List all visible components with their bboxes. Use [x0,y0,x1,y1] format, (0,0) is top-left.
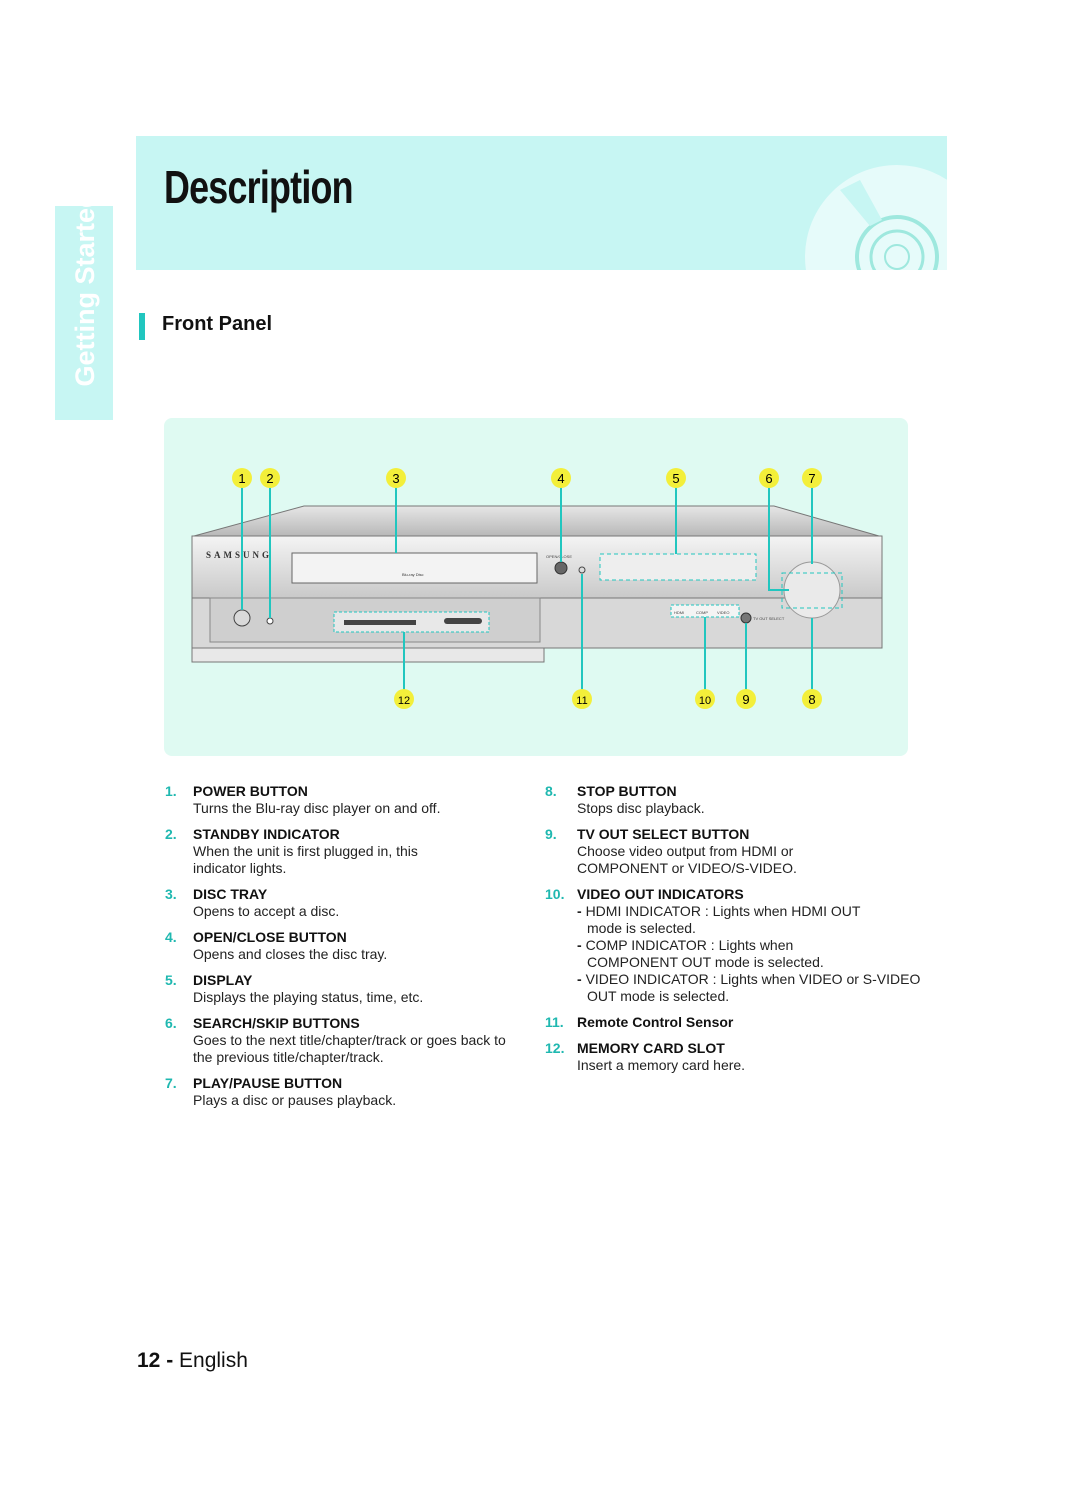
side-tab [55,206,113,420]
list-item: 11. Remote Control Sensor [545,1014,734,1030]
power-button [233,609,251,627]
legend-left: 1. POWER BUTTON Turns the Blu-ray disc p… [165,783,525,1118]
bluray-logo: Blu-ray Disc [402,572,424,577]
remote-sensor [578,566,586,574]
callout-1 [232,468,252,488]
callout-3 [386,468,406,488]
svg-text:12: 12 [398,695,410,707]
svg-text:9: 9 [742,692,749,707]
list-item: 7. PLAY/PAUSE BUTTON Plays a disc or pau… [165,1075,397,1108]
page-number: 12 - [137,1349,174,1372]
list-item: 2. STANDBY INDICATOR When the unit is fi… [165,826,418,876]
svg-text:TV OUT SELECT: TV OUT SELECT [753,616,785,621]
bullet-video: - VIDEO INDICATOR : Lights when VIDEO or… [577,971,921,1004]
svg-text:2: 2 [266,471,273,486]
legend-right: 8. STOP BUTTON Stops disc playback. 9. T… [545,783,921,1083]
svg-text:7: 7 [808,471,815,486]
brand-logo: SAMSUNG [206,550,272,560]
section-title: Front Panel [162,313,273,335]
section-marker [139,313,145,340]
list-item: 5. DISPLAY Displays the playing status, … [165,972,424,1005]
tv-out-select-button [740,612,752,624]
list-item: 9. TV OUT SELECT BUTTON Choose video out… [545,826,797,876]
svg-text:OPEN/CLOSE: OPEN/CLOSE [546,554,572,559]
front-panel-illustration: SAMSUNG Blu-ray Disc OPEN/CLOSE HDMI COM… [191,468,883,709]
svg-text:4: 4 [557,471,564,486]
callout-5 [666,468,686,488]
svg-text:6: 6 [765,471,772,486]
list-item: 6. SEARCH/SKIP BUTTONS Goes to the next … [165,1015,506,1065]
callout-4 [551,468,571,488]
display-window [599,553,757,581]
open-close-button [554,561,568,575]
svg-text:HDMI: HDMI [674,610,684,615]
callout-7 [802,468,822,488]
language-label: English [179,1349,248,1372]
list-item: 4. OPEN/CLOSE BUTTON Opens and closes th… [165,929,388,962]
svg-text:11: 11 [576,695,587,707]
svg-text:COMP: COMP [696,610,708,615]
callout-10 [695,689,715,709]
svg-text:3: 3 [392,471,399,486]
list-item: 8. STOP BUTTON Stops disc playback. [545,783,705,816]
bullet-hdmi: - HDMI INDICATOR : Lights when HDMI OUT … [577,903,861,936]
bullet-comp: - COMP INDICATOR : Lights when COMPONENT… [577,937,824,970]
list-item: 10. VIDEO OUT INDICATORS - HDMI INDICATO… [545,886,921,1004]
svg-text:1: 1 [238,471,245,486]
callout-8 [802,689,822,709]
callout-11 [572,689,592,709]
callout-9 [736,689,756,709]
disc-tray [291,552,538,584]
svg-text:VIDEO: VIDEO [717,610,729,615]
control-ring [783,561,841,619]
disc-icon [805,165,947,270]
page-footer: 12 - English [137,1349,248,1373]
side-tab-label: Getting Started [70,191,100,387]
callout-12 [394,689,414,709]
list-item: 1. POWER BUTTON Turns the Blu-ray disc p… [165,783,441,816]
page-title: Description [164,161,354,213]
svg-text:10: 10 [699,695,711,707]
callout-2 [260,468,280,488]
svg-text:8: 8 [808,692,815,707]
video-out-indicators [670,604,740,618]
callout-6 [759,468,779,488]
standby-indicator [266,617,274,625]
list-item: 12. MEMORY CARD SLOT Insert a memory car… [545,1040,746,1073]
svg-text:5: 5 [672,471,679,486]
list-item: 3. DISC TRAY Opens to accept a disc. [165,886,340,919]
